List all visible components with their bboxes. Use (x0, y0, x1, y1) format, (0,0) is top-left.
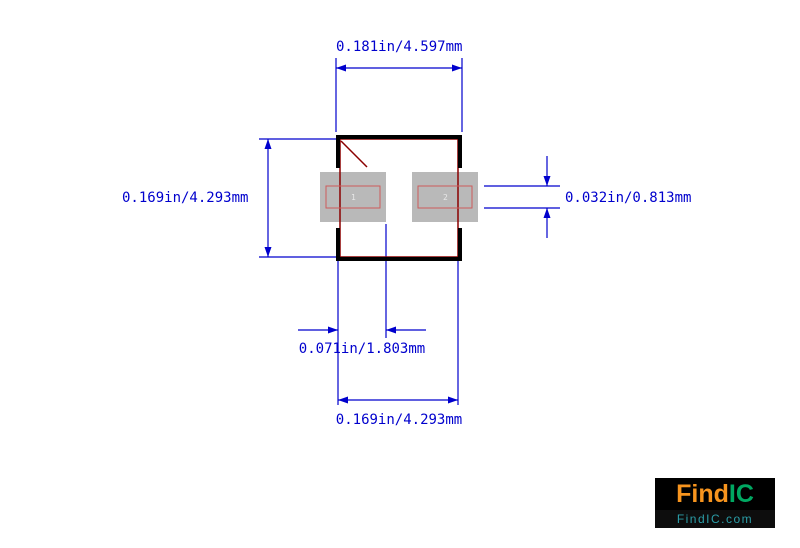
logo-find-text: Find (676, 479, 729, 508)
arrow-left-down (264, 247, 272, 257)
dimension-arrows (264, 64, 551, 404)
pad1-number: 1 (351, 193, 356, 202)
arrow-top-right (452, 64, 462, 72)
pad2-number: 2 (443, 193, 448, 202)
logo-ic-text: IC (728, 479, 754, 508)
pad-span-dimension-label: 0.071in/1.803mm (298, 341, 426, 357)
bottom-width-dimension-label: 0.169in/4.293mm (335, 412, 463, 428)
arrow-top-left (336, 64, 346, 72)
dimension-lines (259, 58, 560, 405)
component-edges (336, 135, 462, 261)
left-height-dimension-label: 0.169in/4.293mm (122, 190, 249, 206)
pad2-fill (412, 172, 478, 222)
findic-logo-domain: FindIC.com (655, 510, 775, 528)
arrow-right-down (543, 176, 551, 186)
arrow-bottom-right (448, 396, 458, 404)
pad1-outline (325, 185, 381, 209)
pad1-fill (320, 172, 386, 222)
pin1-marker-diagonal (340, 140, 368, 168)
arrow-mid-left (328, 326, 338, 334)
pad-height-dimension-label: 0.032in/0.813mm (565, 190, 692, 206)
arrow-mid-right (386, 326, 396, 334)
top-width-dimension-label: 0.181in/4.597mm (336, 39, 463, 55)
arrow-left-up (264, 139, 272, 149)
arrow-bottom-left (338, 396, 348, 404)
logo-domain-text: FindIC.com (676, 512, 754, 526)
arrow-right-up (543, 208, 551, 218)
pad2-outline (417, 185, 473, 209)
solder-pads (320, 172, 478, 222)
